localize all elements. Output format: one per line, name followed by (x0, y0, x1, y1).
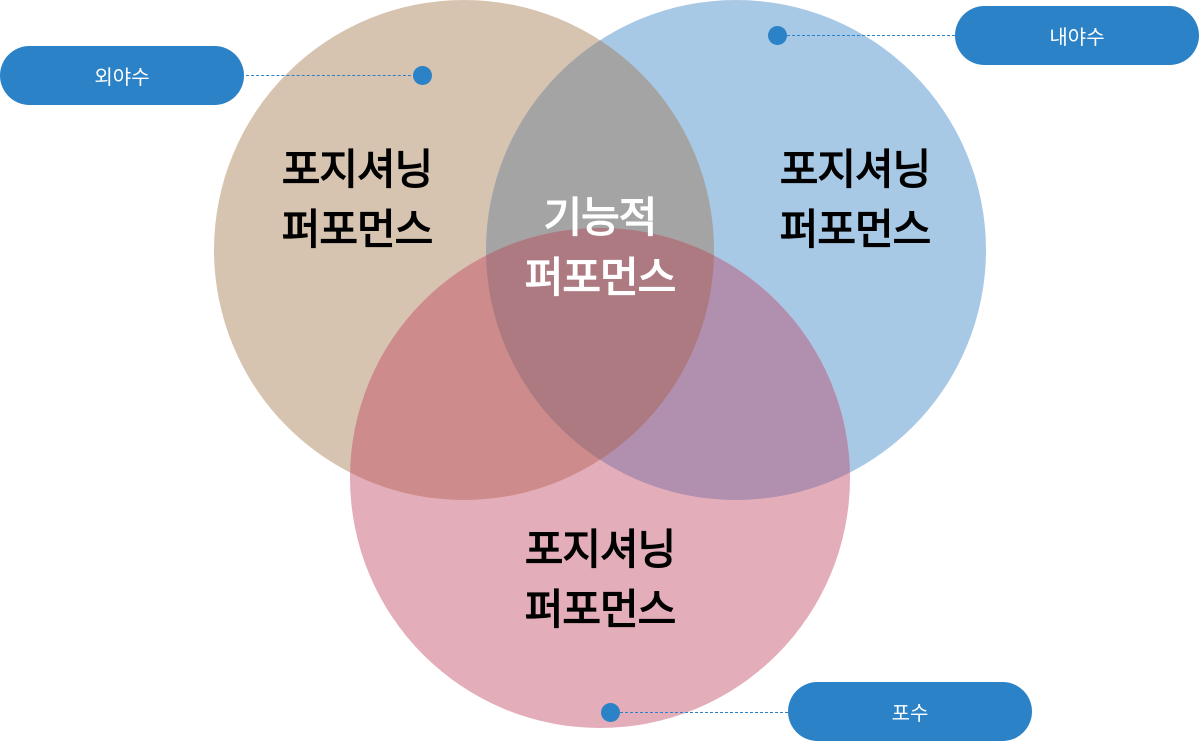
callout-catcher: 포수 (788, 682, 1032, 741)
callout-dot (601, 703, 620, 722)
callout-connector (782, 35, 955, 36)
callout-infielder: 내야수 (955, 6, 1199, 65)
left-region-label: 포지셔닝 퍼포먼스 (227, 140, 487, 260)
label-line: 퍼포먼스 (779, 205, 932, 254)
callout-connector (246, 75, 416, 76)
label-line: 퍼포먼스 (524, 253, 677, 302)
label-line: 포지셔닝 (524, 525, 677, 574)
label-line: 포지셔닝 (281, 145, 434, 194)
label-line: 퍼포먼스 (281, 205, 434, 254)
callout-outfielder: 외야수 (0, 46, 244, 105)
bottom-region-label: 포지셔닝 퍼포먼스 (470, 520, 730, 640)
label-line: 기능적 (543, 193, 658, 242)
callout-connector (615, 712, 788, 713)
label-line: 포지셔닝 (779, 145, 932, 194)
callout-dot (768, 26, 787, 45)
right-region-label: 포지셔닝 퍼포먼스 (725, 140, 985, 260)
center-region-label: 기능적 퍼포먼스 (470, 188, 730, 308)
callout-dot (413, 66, 432, 85)
label-line: 퍼포먼스 (524, 585, 677, 634)
